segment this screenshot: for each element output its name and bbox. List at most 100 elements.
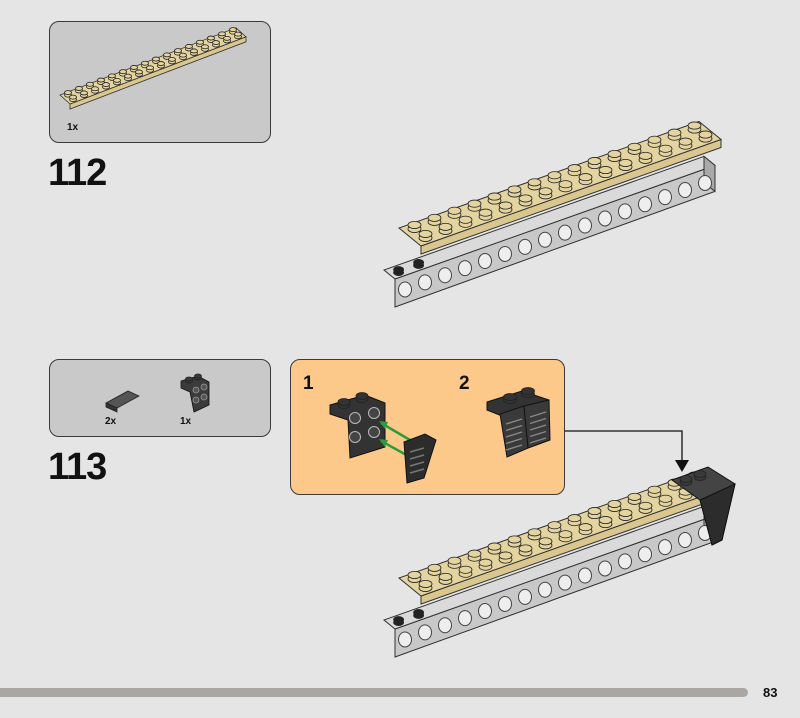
beam-hole (458, 610, 472, 627)
stud (207, 35, 215, 41)
beam-hole (598, 210, 612, 227)
bracket-stud (349, 412, 361, 424)
step-number-113: 113 (48, 446, 107, 488)
stud (108, 73, 116, 79)
part-slope-side (105, 402, 118, 413)
step-112-assembly (382, 120, 723, 308)
stud (201, 44, 209, 50)
beam-hole (578, 567, 592, 584)
page-number: 83 (763, 685, 778, 700)
beam-hole (658, 189, 672, 206)
beam-hole (638, 546, 652, 563)
step-113-assembly (382, 470, 723, 658)
stud (478, 208, 493, 217)
stud (86, 81, 94, 87)
stud (102, 82, 110, 87)
stud (91, 86, 99, 92)
grille-slot (505, 437, 523, 445)
stud (578, 523, 593, 532)
stud (598, 516, 613, 525)
stud (407, 570, 422, 579)
stud (447, 556, 462, 565)
beam-hole (478, 603, 492, 620)
grille-slot (409, 447, 425, 453)
stud (558, 530, 573, 539)
stud (438, 222, 453, 231)
stud (141, 60, 149, 66)
step-113-parts-box: 2x 1x (49, 359, 271, 437)
stud (558, 180, 573, 189)
stud (418, 229, 433, 238)
stud (467, 199, 482, 208)
stud (355, 392, 369, 400)
beam-hole (538, 581, 552, 598)
green-arrowhead-icon (379, 421, 388, 429)
stud (152, 56, 160, 62)
bracket-stud (368, 407, 380, 419)
stud (538, 537, 553, 546)
stud (498, 201, 513, 210)
arrow-head-icon (675, 460, 689, 472)
stud (80, 90, 88, 96)
bracket-stud (192, 396, 200, 404)
grille-slot (529, 424, 547, 431)
stud (194, 373, 202, 379)
substep-number-2: 2 (459, 373, 470, 394)
part-bracket-icon (180, 373, 210, 413)
stud (518, 544, 533, 553)
stud (618, 508, 633, 517)
stud (438, 572, 453, 581)
slope-grille (699, 483, 736, 546)
stud (124, 73, 132, 79)
stud (146, 65, 154, 71)
beam-hole (518, 238, 532, 255)
stud (130, 65, 138, 70)
stud (478, 558, 493, 567)
beam-hole (438, 617, 452, 634)
stud (179, 52, 187, 58)
stud (567, 164, 582, 173)
beam-hole (598, 560, 612, 577)
grille-slot (505, 444, 523, 451)
substep-number-1: 1 (303, 373, 314, 394)
stud (487, 542, 502, 551)
stud (168, 56, 176, 62)
stud (638, 501, 653, 510)
grille-slot (529, 437, 547, 444)
beam-hole (478, 253, 492, 270)
beam-hole (658, 539, 672, 556)
stud (135, 69, 143, 75)
stud (458, 565, 473, 574)
stud (627, 492, 642, 501)
beam-hole (678, 532, 692, 549)
beam-hole (638, 196, 652, 213)
substep-2-illustration (486, 387, 551, 458)
stud (607, 149, 622, 158)
stud (498, 551, 513, 560)
grille-slot (409, 461, 425, 467)
beam-hole (458, 260, 472, 277)
beam-hole (518, 588, 532, 605)
stud (521, 387, 535, 395)
plate-top (59, 27, 247, 105)
beam-hole (498, 245, 512, 262)
bracket-stud (200, 393, 208, 401)
stud (113, 77, 121, 83)
stud (427, 563, 442, 572)
step-number-112: 112 (48, 152, 107, 194)
stud (393, 266, 405, 273)
bracket-stud (200, 383, 208, 391)
stud (97, 77, 105, 83)
beam-hole (418, 274, 432, 291)
stud (229, 27, 237, 33)
beam-hole (418, 624, 432, 641)
stud (393, 616, 405, 623)
stud (578, 173, 593, 182)
beam-hole (578, 217, 592, 234)
beam-hole (678, 182, 692, 199)
stud (587, 157, 602, 166)
stud (647, 485, 662, 494)
stud (212, 40, 220, 45)
grille-slot (409, 468, 425, 474)
stud (337, 398, 351, 406)
